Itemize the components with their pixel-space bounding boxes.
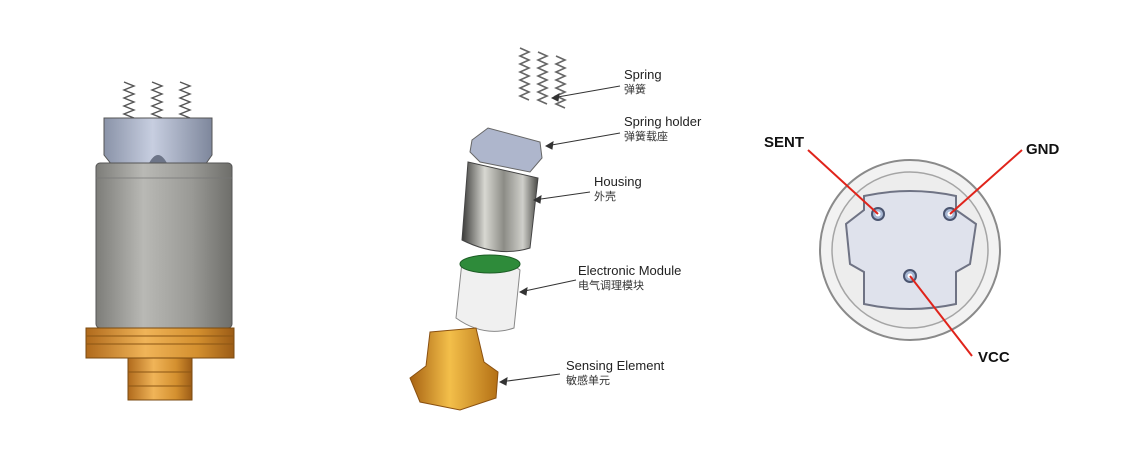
label-housing: Housing 外壳 bbox=[594, 174, 642, 204]
pinout-diagram bbox=[807, 149, 1023, 357]
assembled-sensor bbox=[85, 81, 235, 401]
label-electronic-module-en: Electronic Module bbox=[578, 263, 682, 278]
label-spring-holder-cn: 弹簧载座 bbox=[624, 130, 668, 143]
label-sensing-element-cn: 敏感单元 bbox=[566, 374, 610, 387]
label-sensing-element-en: Sensing Element bbox=[566, 358, 665, 373]
exploded-spring-holder bbox=[469, 127, 543, 173]
label-sensing-element: Sensing Element 敏感单元 bbox=[566, 358, 664, 388]
label-spring-holder: Spring holder 弹簧载座 bbox=[624, 114, 701, 144]
callout-arrows bbox=[498, 85, 621, 386]
label-electronic-module-cn: 电气调理模块 bbox=[578, 279, 644, 292]
label-spring-holder-en: Spring holder bbox=[624, 114, 702, 129]
brass-port bbox=[127, 357, 193, 401]
pin-label-gnd: GND bbox=[1026, 141, 1060, 158]
housing bbox=[95, 162, 233, 329]
pin-label-vcc: VCC bbox=[978, 349, 1010, 366]
exploded-sensing-element bbox=[409, 327, 499, 411]
label-housing-cn: 外壳 bbox=[594, 190, 616, 203]
pin-leader-lines bbox=[807, 149, 1023, 357]
brass-flange bbox=[85, 327, 235, 359]
label-spring-en: Spring bbox=[624, 67, 662, 82]
label-electronic-module: Electronic Module 电气调理模块 bbox=[578, 263, 681, 293]
exploded-springs bbox=[518, 47, 567, 109]
pin-label-sent: SENT bbox=[764, 134, 805, 151]
label-spring-cn: 弹簧 bbox=[624, 83, 646, 96]
label-housing-en: Housing bbox=[594, 174, 642, 189]
exploded-housing bbox=[461, 161, 539, 253]
exploded-view-drawing bbox=[409, 47, 621, 411]
label-spring: Spring 弹簧 bbox=[624, 67, 662, 97]
spring-group bbox=[122, 81, 192, 119]
